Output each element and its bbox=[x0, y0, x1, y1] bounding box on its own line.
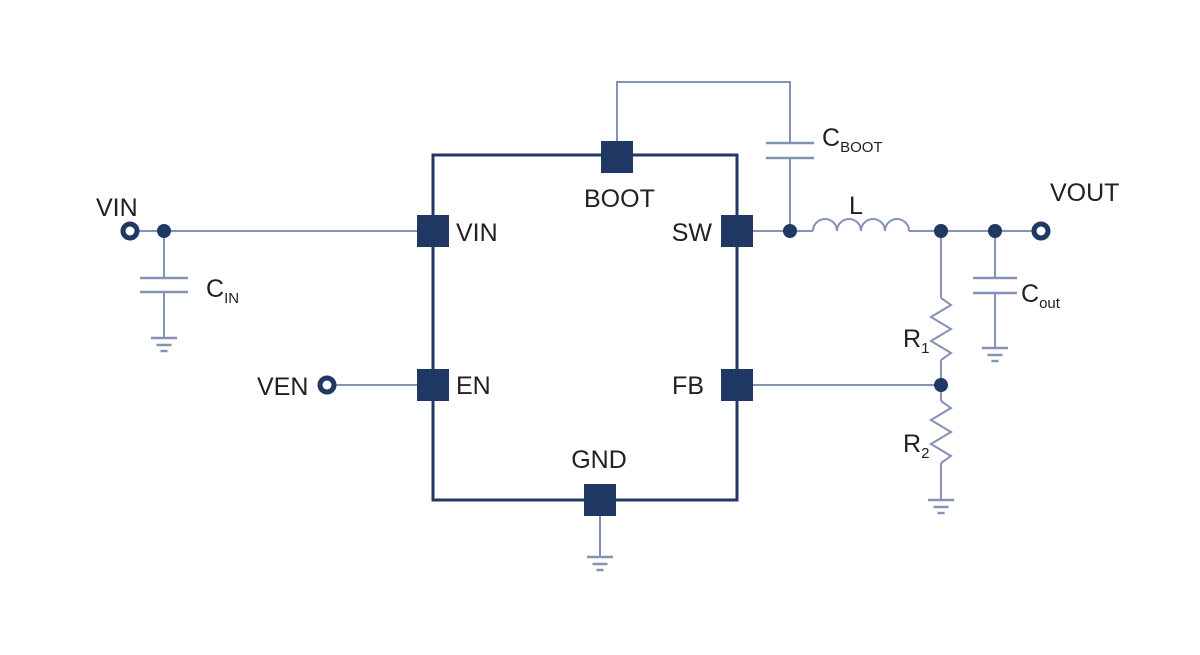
terminal-vout bbox=[1031, 221, 1051, 241]
capacitor-cboot bbox=[766, 141, 814, 160]
pin-vin bbox=[417, 215, 449, 247]
cboot-sub: BOOT bbox=[840, 139, 883, 156]
r1-base: R bbox=[903, 325, 921, 353]
label-ven-terminal: VEN bbox=[257, 373, 308, 401]
ground-gnd-pin bbox=[587, 555, 613, 572]
label-inductor: L bbox=[849, 192, 863, 220]
label-cin: CIN bbox=[206, 275, 239, 307]
junction-fb bbox=[934, 378, 948, 392]
ground-cin bbox=[151, 336, 177, 353]
label-pin-boot: BOOT bbox=[584, 185, 655, 213]
label-pin-en: EN bbox=[456, 372, 491, 400]
labels: VIN VEN VOUT VIN EN BOOT SW FB GND L CIN… bbox=[96, 124, 1119, 474]
pin-fb bbox=[721, 369, 753, 401]
junction-cout bbox=[988, 224, 1002, 238]
r2-sub: 2 bbox=[921, 445, 929, 462]
cin-sub: IN bbox=[224, 290, 239, 307]
label-cboot: CBOOT bbox=[822, 124, 883, 156]
cout-sub: out bbox=[1039, 295, 1061, 312]
r2-base: R bbox=[903, 430, 921, 458]
junction-l-r1 bbox=[934, 224, 948, 238]
resistor-r2 bbox=[929, 400, 953, 464]
label-r2: R2 bbox=[903, 430, 929, 462]
label-pin-vin: VIN bbox=[456, 219, 498, 247]
label-pin-sw: SW bbox=[672, 219, 713, 247]
cboot-base: C bbox=[822, 124, 840, 152]
ground-r2 bbox=[928, 498, 954, 515]
capacitor-cout bbox=[973, 276, 1017, 295]
pin-boot bbox=[601, 141, 633, 173]
label-cout: Cout bbox=[1021, 280, 1061, 312]
label-r1: R1 bbox=[903, 325, 929, 357]
wire-boot-loop bbox=[616, 81, 791, 143]
r1-sub: 1 bbox=[921, 340, 929, 357]
capacitor-cin bbox=[140, 276, 188, 294]
label-pin-gnd: GND bbox=[571, 446, 627, 474]
ground-cout bbox=[982, 346, 1008, 363]
cin-base: C bbox=[206, 275, 224, 303]
terminal-vin bbox=[120, 221, 140, 241]
cout-base: C bbox=[1021, 280, 1039, 308]
pin-en bbox=[417, 369, 449, 401]
label-pin-fb: FB bbox=[672, 372, 704, 400]
pin-gnd bbox=[584, 484, 616, 516]
resistor-r1 bbox=[929, 297, 953, 361]
label-vin-terminal: VIN bbox=[96, 194, 138, 222]
inductor-coil bbox=[812, 218, 910, 232]
pin-sw bbox=[721, 215, 753, 247]
junction-vin bbox=[157, 224, 171, 238]
label-vout-terminal: VOUT bbox=[1050, 179, 1119, 207]
terminal-ven bbox=[317, 375, 337, 395]
junction-sw bbox=[783, 224, 797, 238]
